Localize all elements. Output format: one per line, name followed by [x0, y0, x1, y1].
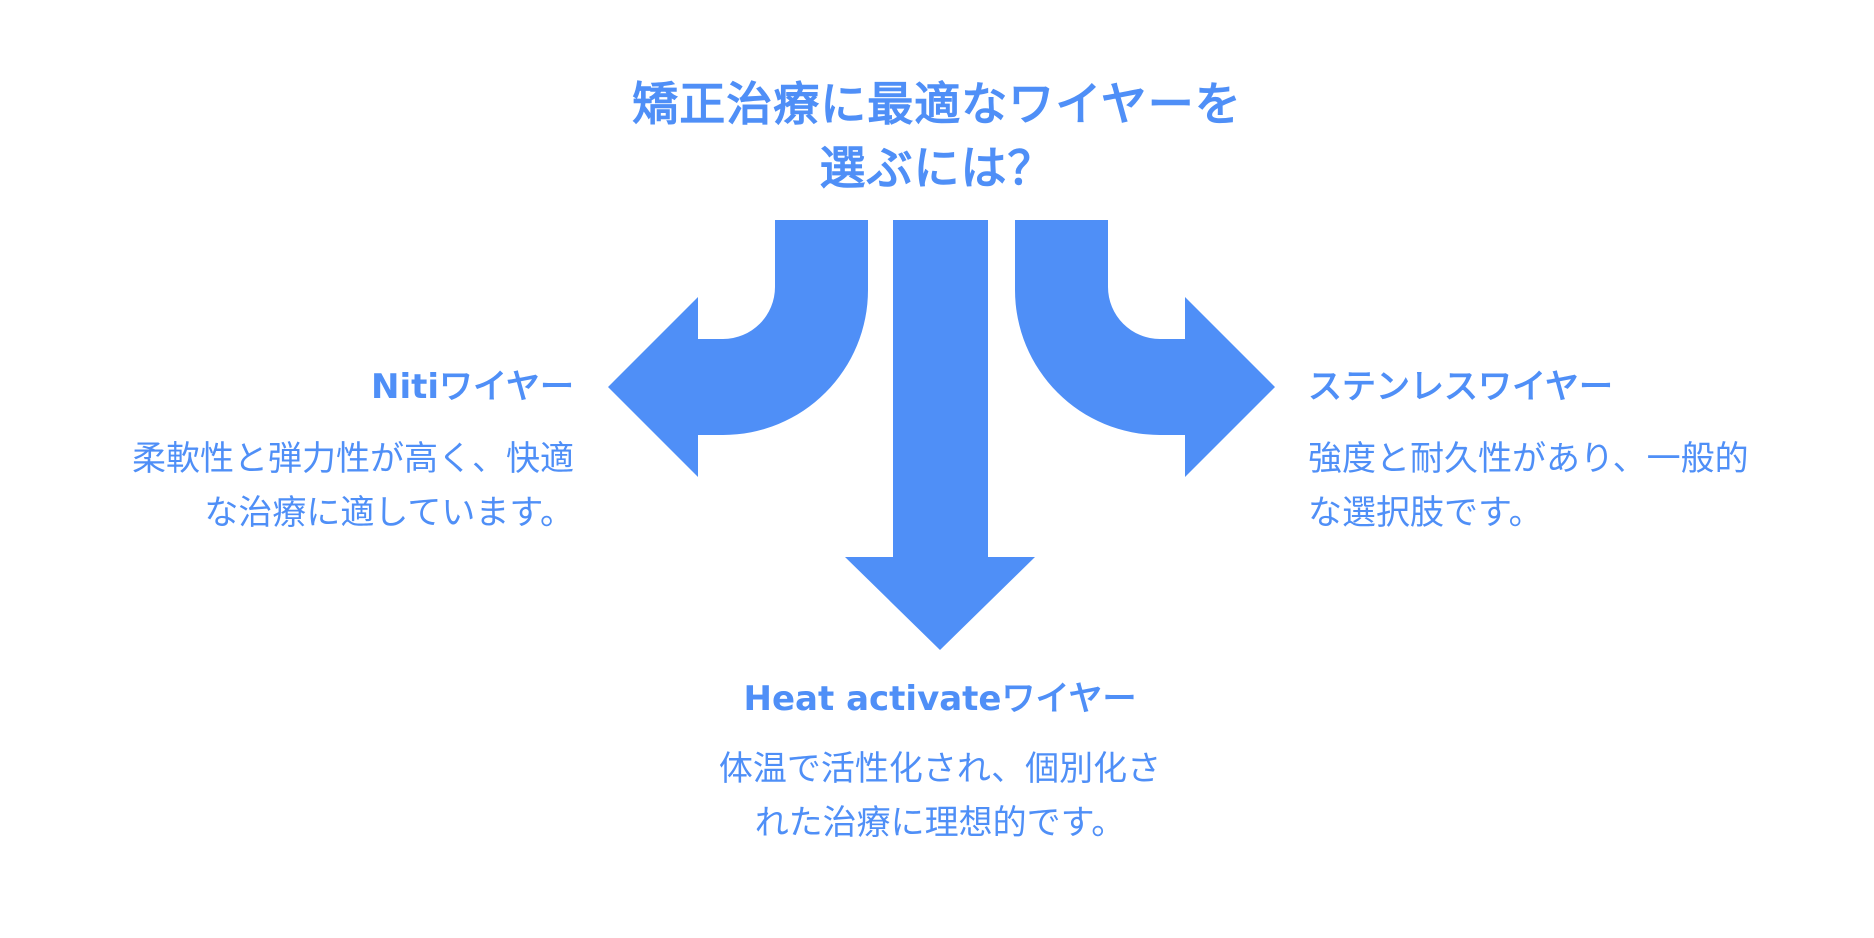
option-desc-niti-line-1: 柔軟性と弾力性が高く、快適: [132, 439, 574, 479]
option-desc-niti-line-2: な治療に適しています。: [204, 493, 574, 533]
right-arrow: [1015, 220, 1275, 477]
center-arrow: [845, 220, 1035, 650]
option-desc-heat-activate-line-1: 体温で活性化され、個別化さ: [718, 749, 1162, 789]
title-line-1: 矯正治療に最適なワイヤーを: [632, 77, 1242, 131]
option-desc-stainless-line-1: 強度と耐久性があり、一般的: [1308, 439, 1749, 479]
option-title-stainless: ステンレスワイヤー: [1308, 367, 1613, 407]
left-arrow: [608, 220, 868, 477]
option-desc-heat-activate-line-2: れた治療に理想的です。: [754, 803, 1126, 843]
option-desc-niti: 柔軟性と弾力性が高く、快適 な治療に適しています。: [40, 432, 574, 540]
page-title: 矯正治療に最適なワイヤーを 選ぶには？: [537, 72, 1337, 200]
option-title-heat-activate: Heat activateワイヤー: [743, 679, 1137, 719]
option-desc-stainless: 強度と耐久性があり、一般的 な選択肢です。: [1308, 432, 1848, 540]
option-title-niti: Nitiワイヤー: [371, 367, 574, 407]
option-desc-heat-activate: 体温で活性化され、個別化さ れた治療に理想的です。: [620, 742, 1260, 850]
option-desc-stainless-line-2: な選択肢です。: [1308, 493, 1543, 533]
title-line-2: 選ぶには？: [819, 141, 1055, 195]
